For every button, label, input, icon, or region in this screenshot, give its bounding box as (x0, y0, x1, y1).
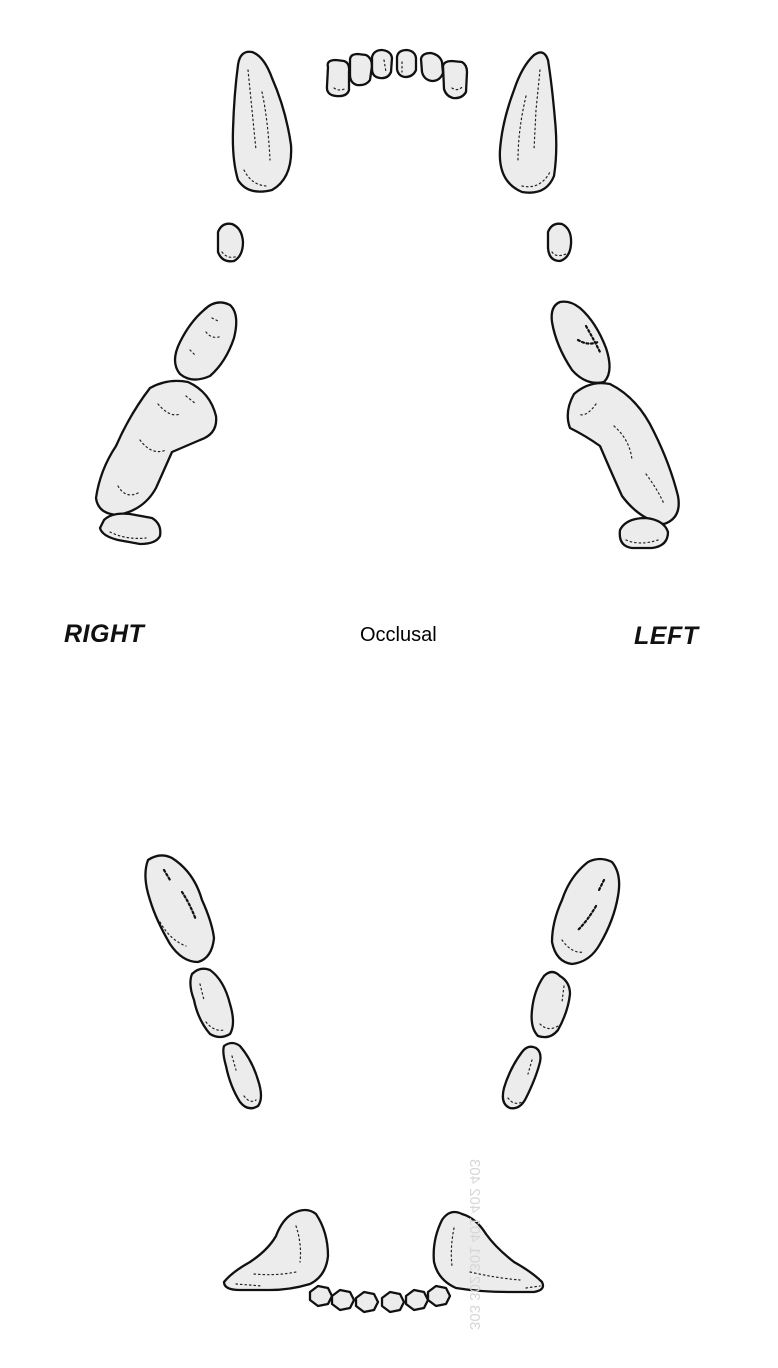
upper-canine-right (231, 50, 293, 193)
upper-molar-right (98, 512, 162, 546)
lower-premolar-3-right (222, 1041, 263, 1110)
upper-incisor-left-3 (441, 59, 469, 100)
tooth-shading (507, 1059, 533, 1104)
tooth-shading (235, 1225, 302, 1287)
tooth-shading (109, 531, 147, 539)
tooth-shading (450, 1227, 541, 1289)
upper-carnassial-left (566, 381, 680, 526)
tooth-shading (117, 395, 197, 496)
upper-premolar-1-left (546, 222, 573, 263)
upper-incisor-right-2 (348, 52, 374, 87)
tooth-shading (576, 324, 602, 354)
left-side-label: LEFT (634, 622, 699, 650)
upper-premolar-2-right (173, 301, 238, 381)
upper-incisor-right-3 (325, 58, 351, 98)
upper-premolar-2-left (550, 300, 611, 384)
tooth-shading (243, 69, 271, 187)
lower-incisor-right-2 (330, 1288, 356, 1312)
tooth-shading (333, 59, 464, 91)
lower-molar-left (550, 857, 621, 966)
tooth-shading (576, 878, 606, 932)
lower-jaw (144, 854, 621, 1314)
upper-canine-left (498, 51, 558, 194)
upper-carnassial-right (94, 379, 218, 517)
tooth-shading (189, 317, 223, 357)
tooth-shading (561, 939, 585, 953)
tooth-shading (539, 985, 565, 1030)
upper-incisor-right-1 (370, 48, 394, 80)
tooth-shading (551, 251, 567, 257)
tooth-shading (159, 921, 187, 947)
lower-incisor-left-1 (380, 1290, 406, 1314)
faint-tooth-numbers: 303 302 301 401 402 403 (466, 1159, 483, 1330)
upper-incisor-left-1 (395, 48, 418, 79)
lower-incisor-left-2 (404, 1288, 430, 1312)
lower-canine-left (432, 1210, 545, 1294)
lower-incisors (308, 1284, 452, 1314)
upper-incisor-left-2 (419, 51, 445, 83)
lower-premolar-3-left (501, 1045, 542, 1110)
lower-incisor-right-3 (308, 1284, 334, 1308)
view-label: Occlusal (360, 624, 437, 646)
tooth-shading (577, 403, 665, 505)
upper-molar-left (618, 516, 670, 550)
tooth-shading (517, 69, 551, 188)
lower-canine-right (222, 1208, 330, 1292)
lower-molar-right (144, 854, 216, 964)
tooth-shading (625, 539, 659, 544)
tooth-shading (162, 868, 198, 922)
lower-premolar-4-right (189, 967, 235, 1039)
lower-incisor-left-3 (426, 1284, 452, 1308)
lower-premolar-4-left (530, 970, 572, 1039)
upper-incisors (325, 48, 469, 100)
tooth-shading (221, 251, 239, 258)
right-side-label: RIGHT (64, 620, 145, 648)
lower-incisor-right-1 (354, 1290, 380, 1314)
upper-premolar-1-right (216, 222, 245, 263)
upper-jaw (94, 48, 680, 550)
tooth-shading (199, 983, 225, 1031)
tooth-shading (231, 1055, 257, 1102)
